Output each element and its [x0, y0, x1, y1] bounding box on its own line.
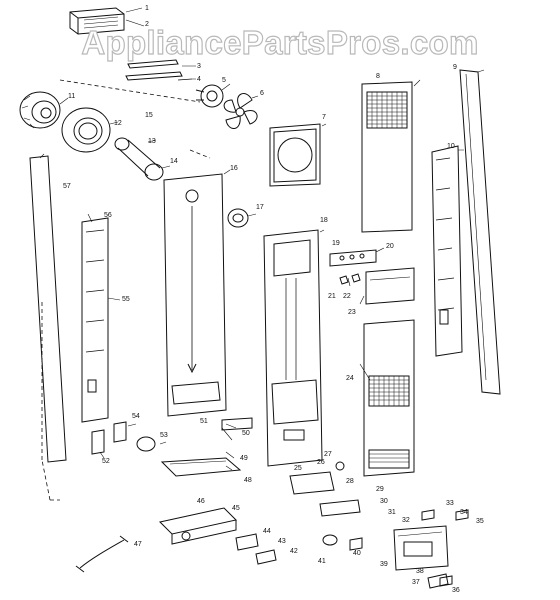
callout-47: 47 — [134, 541, 142, 548]
callout-12: 12 — [114, 120, 122, 127]
part-square-panel — [269, 123, 321, 187]
callout-27: 27 — [324, 451, 332, 458]
callout-15: 15 — [145, 112, 153, 119]
callout-25: 25 — [294, 465, 302, 472]
callout-32: 32 — [402, 517, 410, 524]
callout-21: 21 — [328, 293, 336, 300]
callout-8: 8 — [376, 73, 380, 80]
callout-55: 55 — [122, 296, 130, 303]
callout-45: 45 — [232, 505, 240, 512]
callout-44: 44 — [263, 528, 271, 535]
part-upper-rails — [125, 59, 193, 81]
callout-43: 43 — [278, 538, 286, 545]
callout-9: 9 — [453, 64, 457, 71]
part-control-box — [322, 509, 469, 589]
callout-33: 33 — [446, 500, 454, 507]
callout-38: 38 — [416, 568, 424, 575]
part-upper-louver-panel — [361, 81, 413, 233]
leader-lines — [39, 7, 485, 471]
part-side-strip-right — [459, 69, 501, 395]
callout-3: 3 — [197, 63, 201, 70]
callout-53: 53 — [160, 432, 168, 439]
callout-39: 39 — [380, 561, 388, 568]
callout-50: 50 — [242, 430, 250, 437]
part-burner-base — [158, 507, 238, 545]
callout-4: 4 — [197, 76, 201, 83]
part-igniter-assembly — [289, 461, 361, 517]
part-gasket — [227, 208, 249, 228]
callout-48: 48 — [244, 477, 252, 484]
callout-23: 23 — [348, 309, 356, 316]
callout-1: 1 — [145, 5, 149, 12]
callout-18: 18 — [320, 217, 328, 224]
callout-42: 42 — [290, 548, 298, 555]
callout-17: 17 — [256, 204, 264, 211]
callout-11: 11 — [68, 93, 76, 100]
callout-7: 7 — [322, 114, 326, 121]
callout-51: 51 — [200, 418, 208, 425]
part-blower-wheel — [19, 91, 61, 129]
part-heat-exchanger — [263, 229, 323, 467]
callout-35: 35 — [476, 518, 484, 525]
callout-22: 22 — [343, 293, 351, 300]
callout-57: 57 — [63, 183, 71, 190]
part-bottom-tray — [221, 417, 253, 431]
part-flue-tube — [114, 137, 164, 181]
part-ring — [61, 107, 111, 153]
callout-40: 40 — [353, 550, 361, 557]
callout-30: 30 — [380, 498, 388, 505]
callout-28: 28 — [346, 478, 354, 485]
callout-16: 16 — [230, 165, 238, 172]
callout-20: 20 — [386, 243, 394, 250]
callout-34: 34 — [460, 509, 468, 516]
callout-19: 19 — [332, 240, 340, 247]
callout-52: 52 — [102, 458, 110, 465]
part-main-back-panel — [163, 173, 227, 417]
assembly-guide-lines — [41, 79, 211, 501]
part-access-plate — [365, 267, 415, 305]
callout-56: 56 — [104, 212, 112, 219]
callout-41: 41 — [318, 558, 326, 565]
callout-29: 29 — [376, 486, 384, 493]
callout-14: 14 — [170, 158, 178, 165]
callout-2: 2 — [145, 21, 149, 28]
part-top-grille — [69, 7, 125, 35]
watermark: AppliancePartsPros.com — [81, 23, 479, 61]
callout-5: 5 — [222, 77, 226, 84]
part-valve-assembly — [235, 533, 277, 565]
callout-13: 13 — [148, 138, 156, 145]
callout-6: 6 — [260, 90, 264, 97]
callout-36: 36 — [452, 587, 460, 594]
part-left-side-panel — [29, 155, 67, 463]
part-right-side-panel — [431, 145, 463, 357]
callout-49: 49 — [240, 455, 248, 462]
callout-31: 31 — [388, 509, 396, 516]
part-motor — [195, 84, 224, 108]
callout-46: 46 — [197, 498, 205, 505]
part-base-tray — [160, 457, 242, 477]
callout-26: 26 — [317, 459, 325, 466]
part-fan-blade — [223, 93, 258, 129]
callout-24: 24 — [346, 375, 354, 382]
part-small-hardware-left — [91, 421, 156, 455]
callout-10: 10 — [447, 143, 455, 150]
callout-37: 37 — [412, 579, 420, 586]
part-lower-louver-panel — [363, 319, 415, 477]
callout-54: 54 — [132, 413, 140, 420]
part-wire-harness — [75, 535, 129, 573]
part-inner-panel — [81, 217, 109, 423]
part-control-bracket — [329, 249, 377, 285]
